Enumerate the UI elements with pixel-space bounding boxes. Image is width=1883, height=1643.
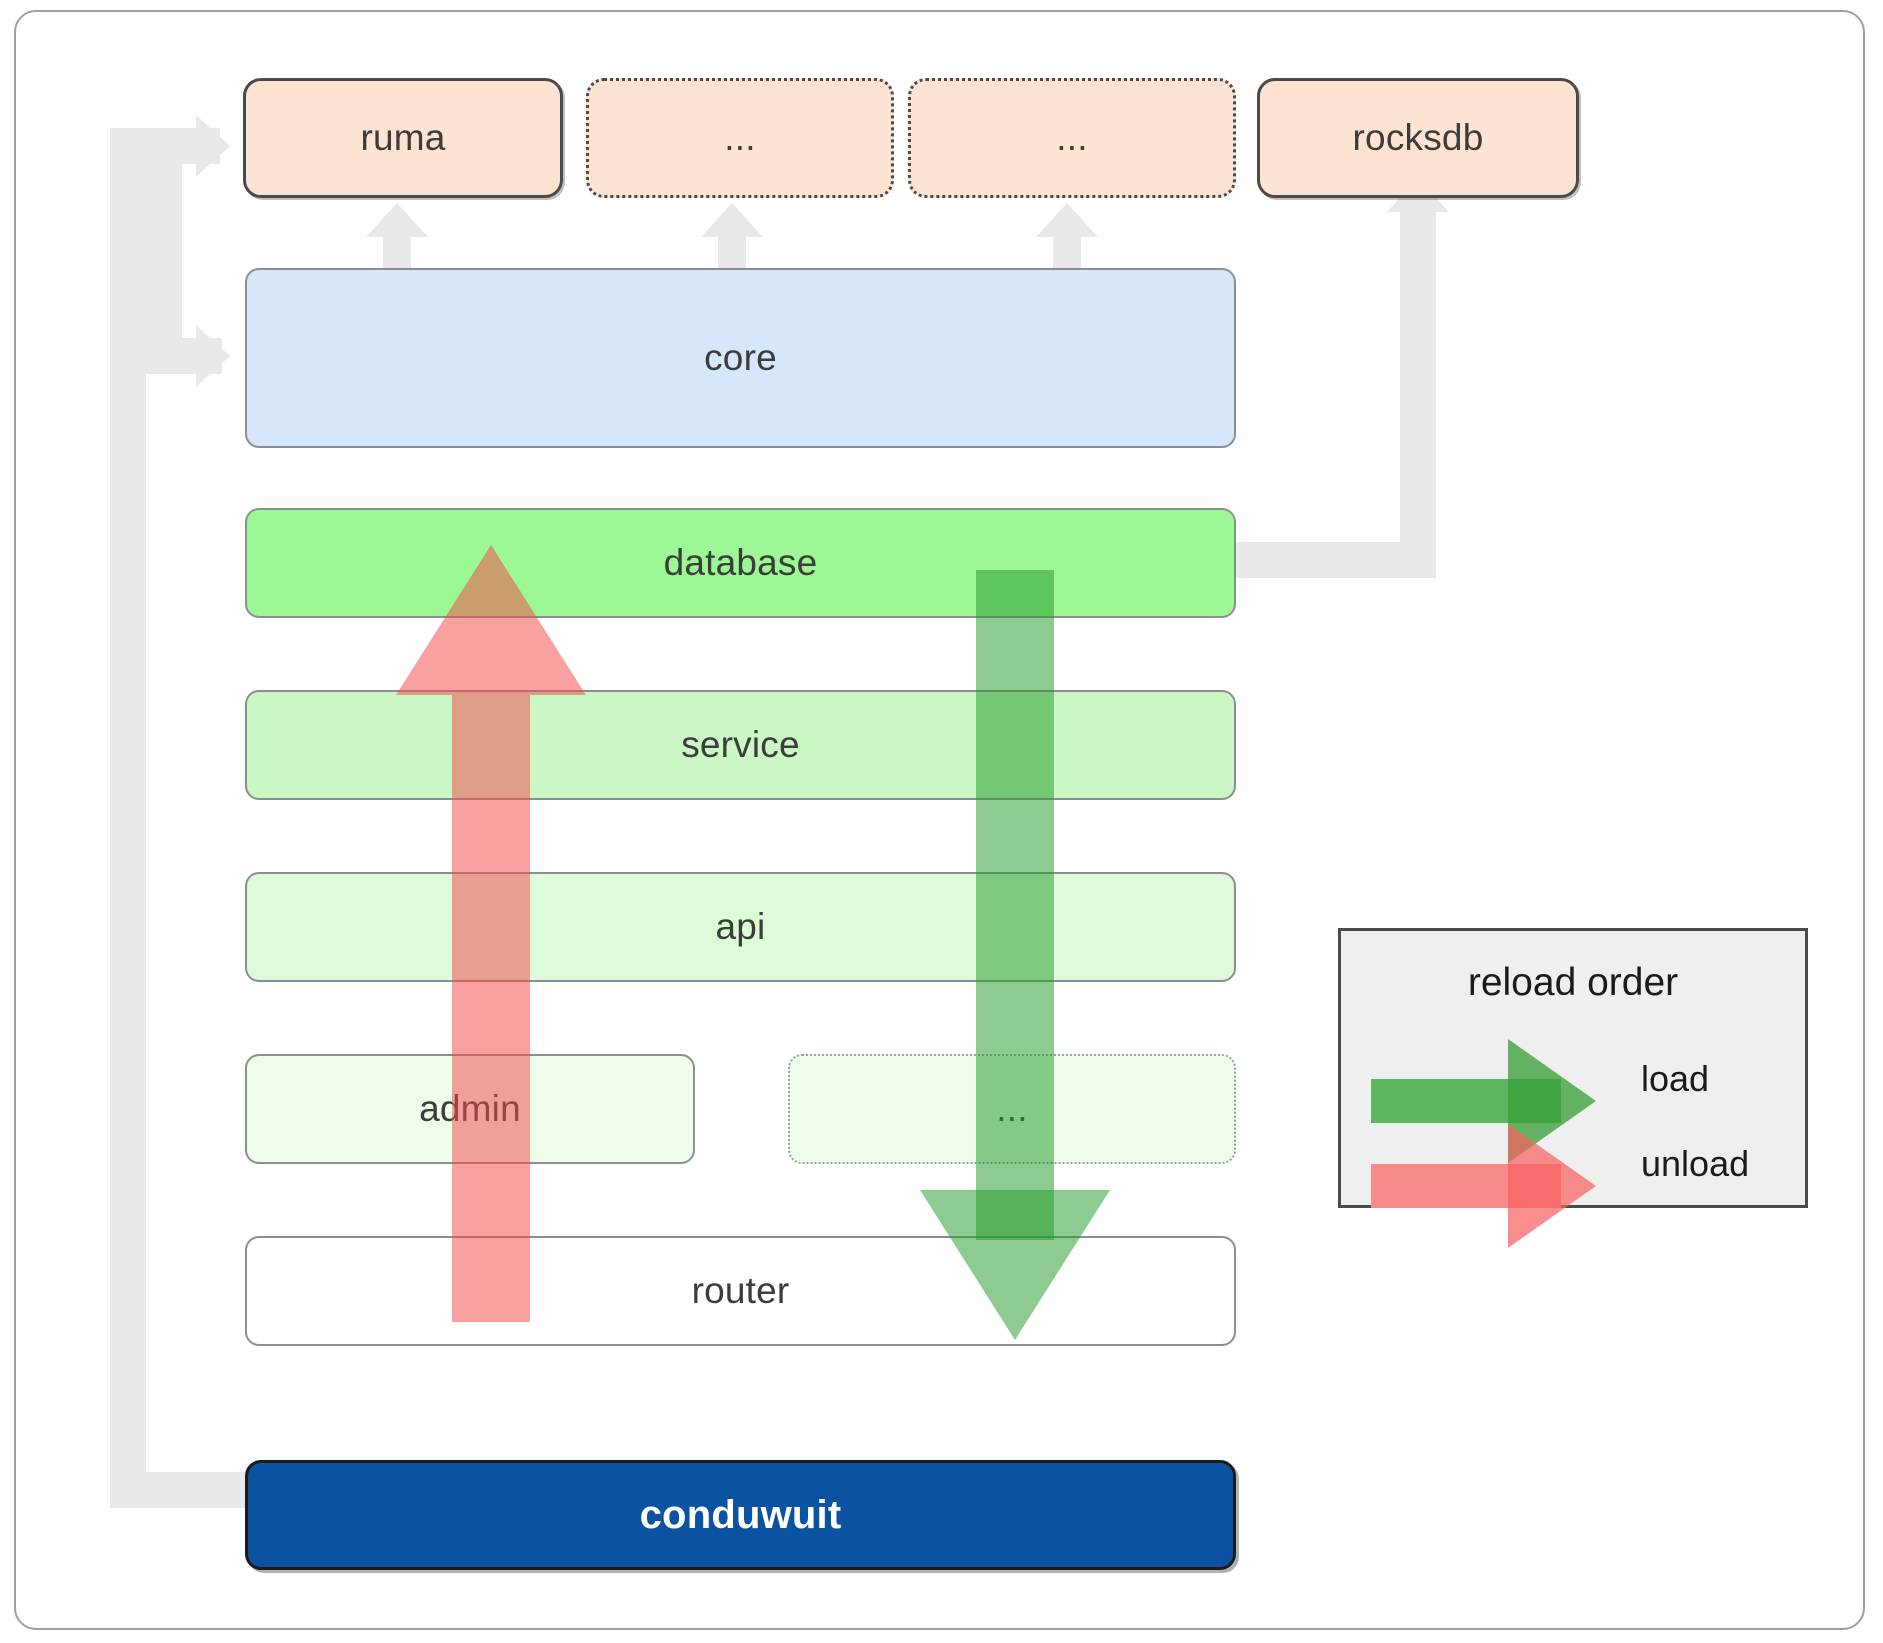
diagram-card	[14, 10, 1865, 1630]
layer-node-core[interactable]: core	[245, 268, 1236, 448]
layer-label: core	[704, 337, 777, 378]
connector-arrowhead-ruma	[196, 115, 230, 177]
layer-label: api	[715, 906, 766, 947]
legend-unload-arrow-head	[1508, 1124, 1596, 1248]
connector-left-trunk-bottom	[110, 1472, 245, 1508]
connector-database-to-rocksdb-vertical	[1400, 210, 1436, 578]
layer-label: router	[691, 1270, 790, 1311]
connector-core-to-dep3-shaft	[1053, 230, 1081, 275]
connector-core-to-ruma-shaft	[383, 230, 411, 275]
connector-core-to-dep2-shaft	[718, 230, 746, 275]
dependency-node-placeholder-1[interactable]: ...	[586, 78, 894, 198]
layer-label: database	[663, 542, 818, 583]
connector-core-to-ruma-head	[366, 203, 428, 237]
legend-unload-label: unload	[1641, 1143, 1750, 1184]
layer-node-placeholder[interactable]: ...	[788, 1054, 1236, 1164]
layer-label: ...	[996, 1088, 1028, 1129]
connector-core-to-dep2-head	[701, 203, 763, 237]
dependency-label: rocksdb	[1352, 117, 1484, 158]
layer-node-admin[interactable]: admin	[245, 1054, 695, 1164]
layer-label: admin	[419, 1088, 521, 1129]
dependency-node-rocksdb[interactable]: rocksdb	[1257, 78, 1579, 198]
dependency-label: ...	[724, 117, 756, 158]
dependency-node-placeholder-2[interactable]: ...	[908, 78, 1236, 198]
connector-core-to-dep3-head	[1036, 203, 1098, 237]
layer-node-api[interactable]: api	[245, 872, 1236, 982]
connector-arrowhead-core	[196, 325, 230, 387]
layer-label: service	[681, 724, 800, 765]
legend-panel: reload order load unload	[1338, 928, 1808, 1248]
root-label: conduwuit	[639, 1492, 842, 1537]
root-node-conduwuit[interactable]: conduwuit	[245, 1460, 1236, 1570]
connector-branch-core-stub	[146, 128, 182, 374]
layer-node-database[interactable]: database	[245, 508, 1236, 618]
layer-node-service[interactable]: service	[245, 690, 1236, 800]
dependency-label: ...	[1056, 117, 1088, 158]
dependency-node-ruma[interactable]: ruma	[243, 78, 563, 198]
legend-load-label: load	[1641, 1058, 1710, 1099]
layer-node-router[interactable]: router	[245, 1236, 1236, 1346]
connector-left-trunk-vertical	[110, 128, 146, 1508]
legend-title: reload order	[1467, 961, 1679, 1004]
dependency-label: ruma	[360, 117, 446, 158]
legend-row-unload: unload	[1341, 931, 1805, 1248]
